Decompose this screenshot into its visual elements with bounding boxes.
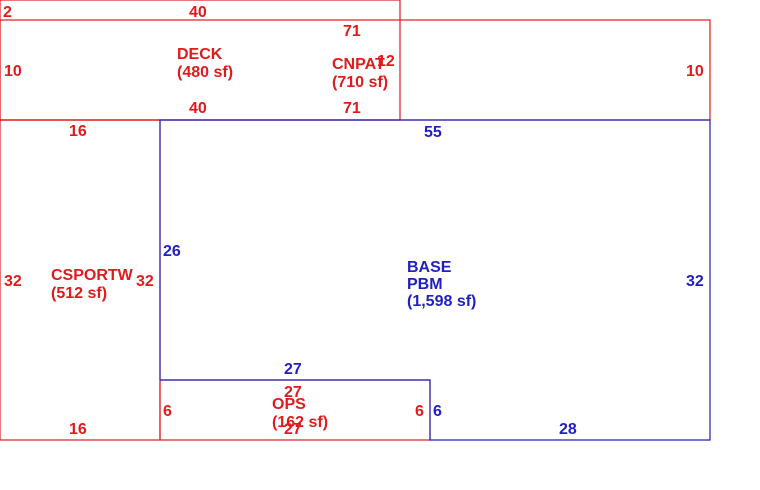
base-outline (159, 119, 711, 441)
ops-bottom-dimension: 27 (284, 421, 302, 438)
ops-area: (162 sf) (272, 414, 328, 431)
left-wing-bottom-dimension: 16 (69, 421, 87, 438)
cnpat-right-dimension: 10 (686, 63, 704, 80)
left-wing-left-dimension: 32 (4, 273, 22, 290)
cnpat-left-dimension: 10 (4, 63, 22, 80)
cnpat-overlap-number: 12 (377, 53, 395, 70)
cnpat-area: (710 sf) (332, 74, 388, 91)
ops-name: OPS (272, 396, 306, 413)
left-wing-top-dimension: 16 (69, 123, 87, 140)
base-right-dimension: 32 (686, 273, 704, 290)
base-bottom-dimension: 28 (559, 421, 577, 438)
base-name: BASE (407, 259, 452, 276)
deck-area: (480 sf) (177, 64, 233, 81)
base-inner-left-dimension: 26 (163, 243, 181, 260)
cnpat-bottom-dimension: 71 (343, 100, 361, 117)
base-step-dimension: 6 (433, 403, 442, 420)
ops-top-dimension: 27 (284, 384, 302, 401)
left-wing-overlapping-areas: (512 sf) (51, 285, 107, 302)
deck-name: DECK (177, 46, 223, 63)
left-wing-overlapping-names: CSPORTW (51, 267, 134, 284)
deck-top-dimension: 40 (189, 4, 207, 21)
base-inner-top-dimension: 27 (284, 361, 302, 378)
ops-left-dimension: 6 (163, 403, 172, 420)
deck-left-top-dimension: 2 (3, 4, 12, 21)
base-area: (1,598 sf) (407, 293, 476, 310)
deck-bottom-dimension: 40 (189, 100, 207, 117)
cnpat-name: CNPAT (332, 56, 385, 73)
base-subname: PBM (407, 276, 443, 293)
cnpat-top-dimension: 71 (343, 23, 361, 40)
base-top-dimension: 55 (424, 124, 442, 141)
ops-right-dimension: 6 (415, 403, 424, 420)
left-wing-right-dimension: 32 (136, 273, 154, 290)
